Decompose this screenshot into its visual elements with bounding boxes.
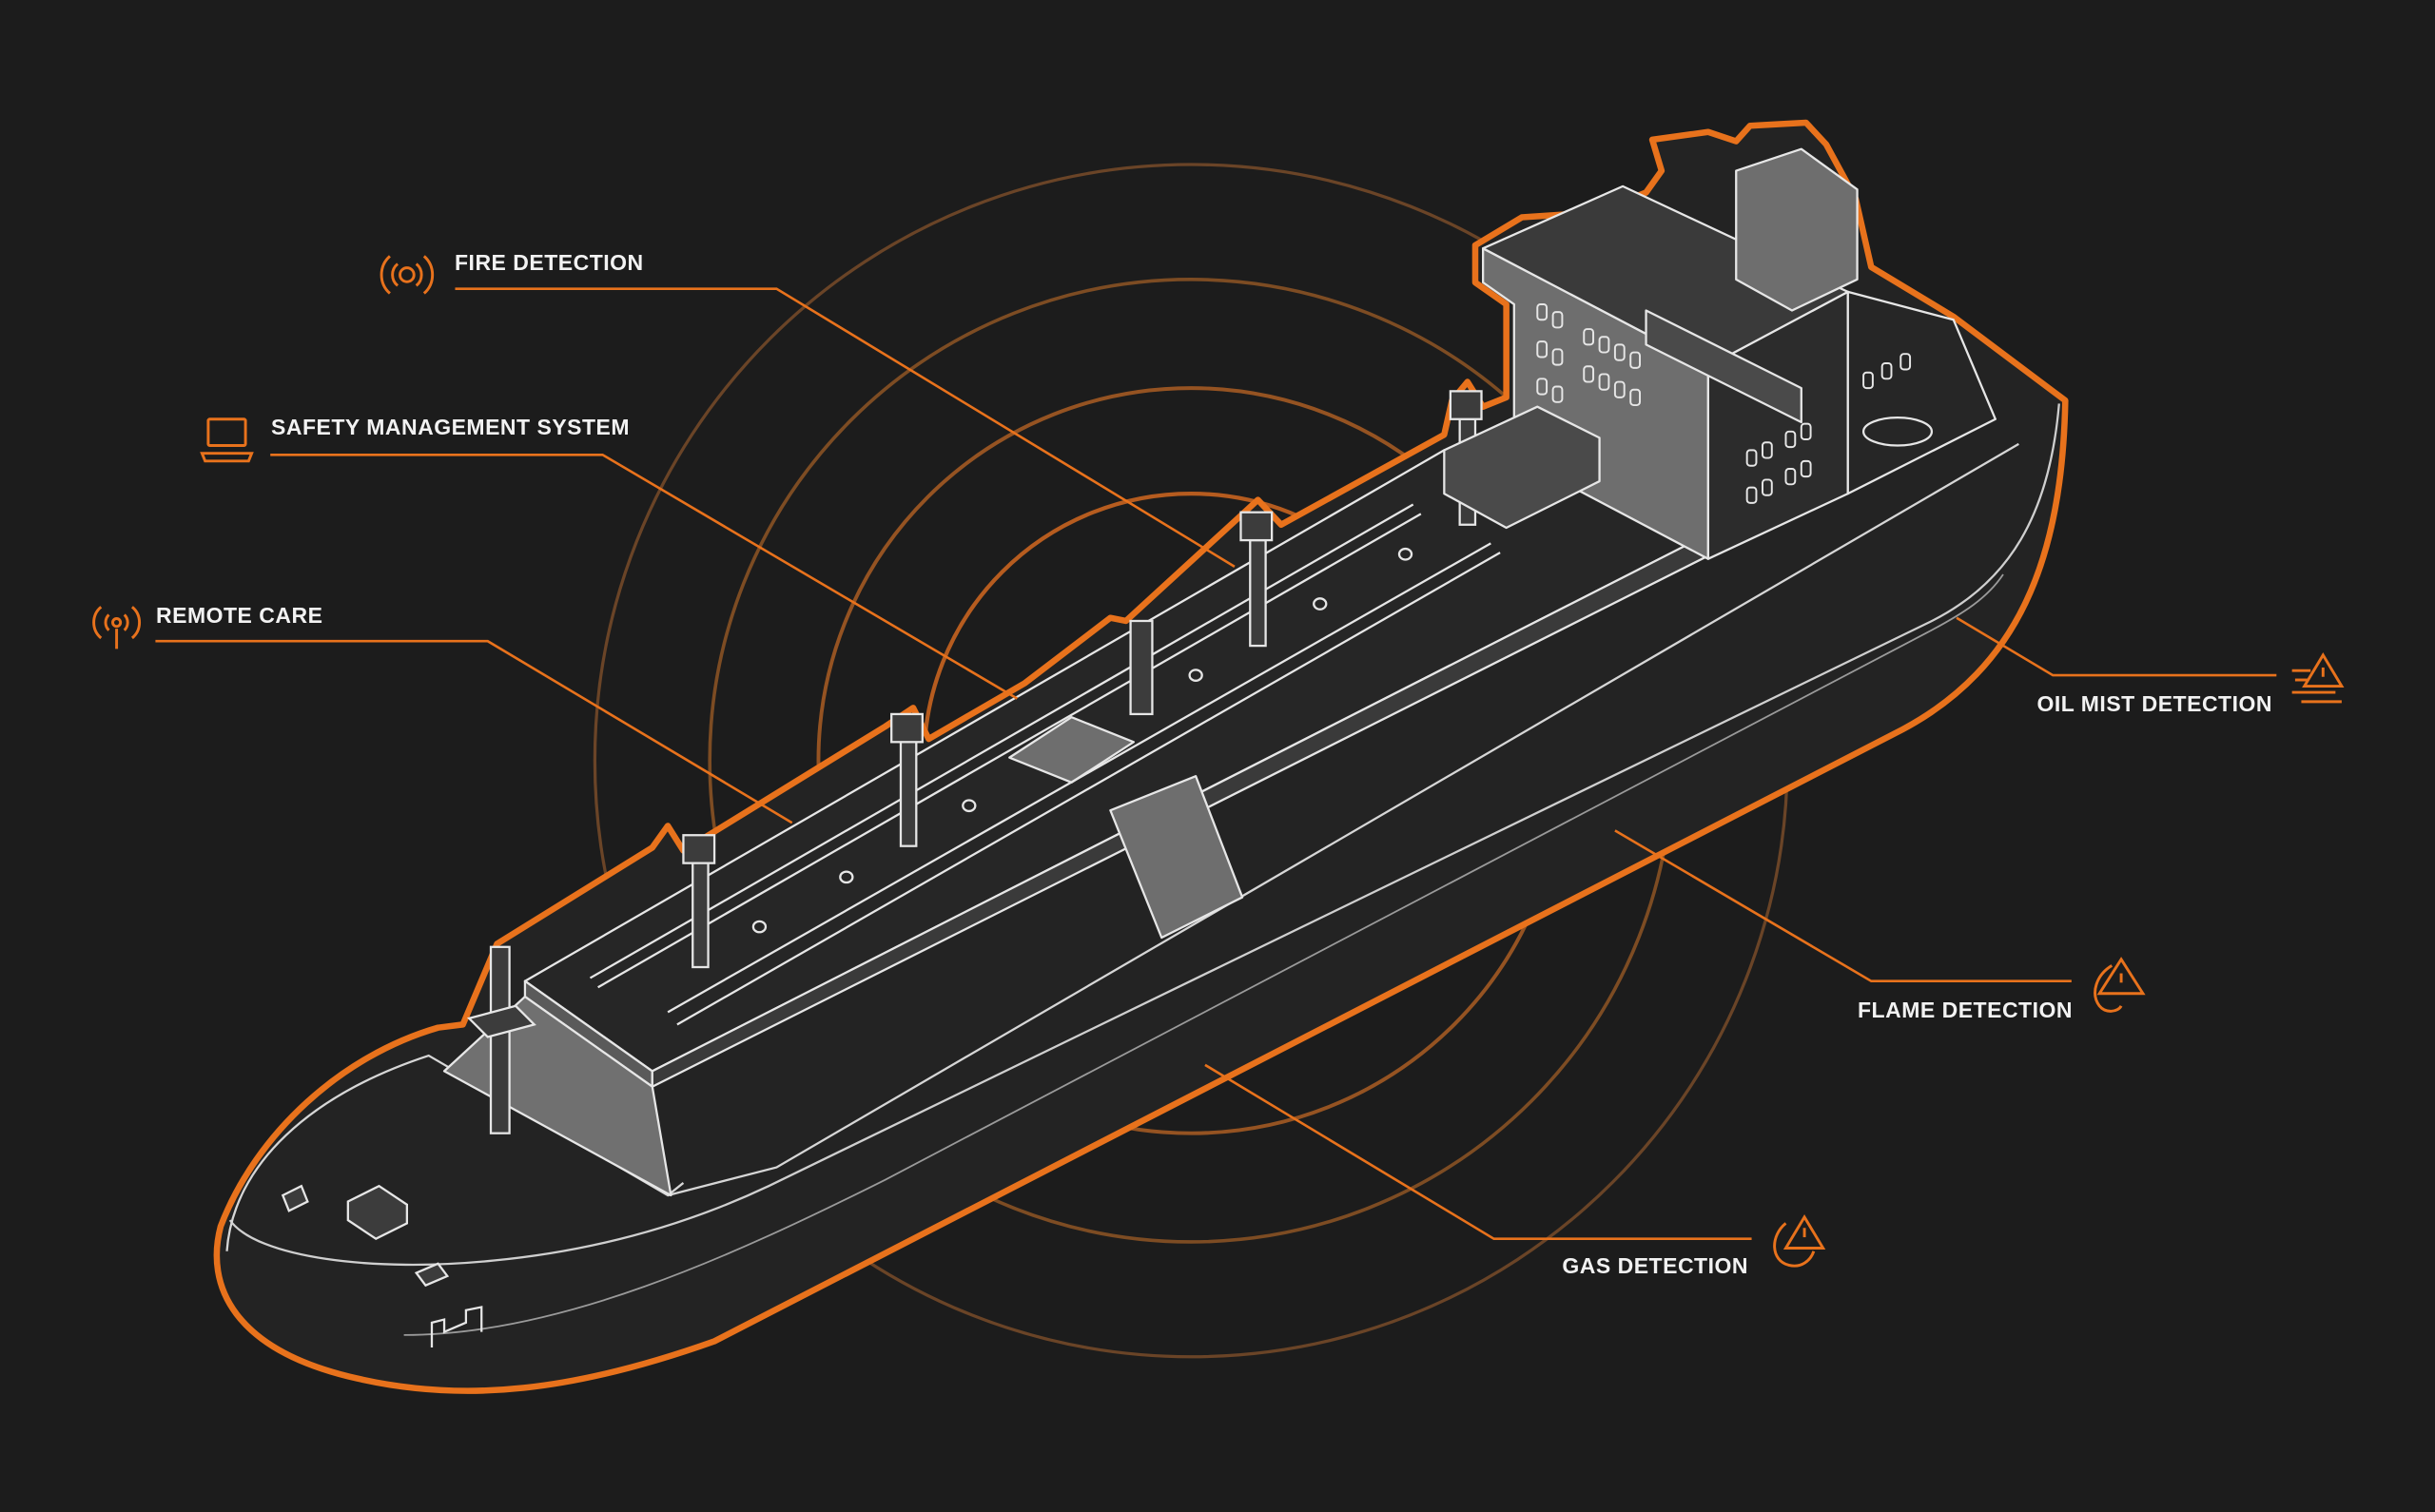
- window: [1899, 353, 1912, 371]
- mist-warning-icon: [2291, 652, 2345, 704]
- vent-pipe: [1129, 619, 1154, 716]
- deck-hatch: [1188, 669, 1203, 682]
- window: [1745, 449, 1758, 467]
- window: [1880, 362, 1893, 380]
- crane: [1239, 511, 1274, 648]
- pipe-rail-4: [676, 552, 1501, 1026]
- center-shaded-block: [1008, 716, 1135, 784]
- deck-hatch: [1397, 547, 1413, 561]
- window: [1629, 351, 1642, 369]
- window: [1800, 459, 1812, 478]
- hull-lower-line: [403, 573, 2004, 1336]
- window: [1551, 385, 1564, 403]
- window: [1784, 430, 1797, 449]
- aft-deck: [1846, 290, 1997, 495]
- funnel: [1735, 147, 1859, 312]
- hull-inner-line: [228, 403, 2060, 1267]
- bow-cleat: [430, 1306, 483, 1347]
- safety-management-leader: [270, 454, 1019, 700]
- crane-post: [692, 860, 710, 969]
- foremast: [466, 945, 536, 1134]
- gas-label: GAS DETECTION: [1562, 1253, 1748, 1278]
- center-wedge: [1109, 775, 1244, 940]
- window: [1613, 343, 1626, 361]
- bridge-wing: [1645, 309, 1802, 424]
- deck-hatch: [962, 799, 977, 813]
- broadcast-alarm-icon: [380, 255, 435, 295]
- laptop-icon: [200, 417, 254, 463]
- deck-hatch: [751, 920, 768, 934]
- crane-head: [1239, 511, 1274, 542]
- pipe-rail-2: [597, 513, 1422, 989]
- window: [1862, 371, 1874, 390]
- window: [1536, 340, 1549, 359]
- foremast-platform: [466, 1004, 536, 1038]
- safety-management-label: SAFETY MANAGEMENT SYSTEM: [271, 415, 631, 439]
- bow-hatch-box: [346, 1184, 409, 1241]
- gas-leader: [1204, 1063, 1752, 1240]
- oil-mist-leader: [1956, 616, 2277, 677]
- deck-hatch: [839, 870, 854, 884]
- remote-care-label: REMOTE CARE: [156, 603, 323, 628]
- gas-warning-icon: [1773, 1213, 1826, 1268]
- crane-head: [1449, 390, 1483, 420]
- window: [1762, 478, 1773, 496]
- cargo-deck: [442, 449, 1728, 1197]
- crane-post: [899, 739, 918, 847]
- window: [1536, 378, 1549, 396]
- bridge-windows: [1536, 302, 1912, 504]
- flame-label: FLAME DETECTION: [1858, 998, 2073, 1022]
- deckhouse-box: [1443, 405, 1601, 530]
- bow-deck-edge: [225, 1054, 685, 1251]
- window: [1583, 328, 1595, 346]
- callout-leaders: [155, 287, 2277, 1240]
- crane: [682, 834, 716, 969]
- superstructure: [1443, 147, 1997, 560]
- crane-post: [1249, 538, 1267, 648]
- lifeboat: [1861, 416, 1934, 447]
- pipe-rail-3: [667, 542, 1491, 1014]
- deck-side-line: [667, 442, 2019, 1197]
- pipe-rail-1: [589, 503, 1414, 979]
- remote-care-leader: [155, 639, 793, 824]
- window: [1551, 311, 1564, 329]
- deck-cranes: [466, 390, 1483, 1134]
- deck-hatch: [1313, 597, 1328, 611]
- window: [1762, 441, 1773, 459]
- bow-bollard: [414, 1262, 450, 1288]
- window: [1629, 388, 1642, 407]
- flame-warning-icon: [2094, 957, 2146, 1013]
- window: [1598, 336, 1610, 354]
- crane-head: [890, 712, 924, 744]
- window: [1745, 486, 1758, 504]
- antenna-icon: [92, 606, 142, 649]
- flame-leader: [1614, 829, 2072, 983]
- crane-head: [682, 834, 716, 864]
- window: [1613, 380, 1626, 398]
- window: [1536, 302, 1549, 321]
- window: [1800, 422, 1812, 440]
- window: [1551, 348, 1564, 366]
- oil-mist-label: OIL MIST DETECTION: [2036, 691, 2272, 716]
- window: [1598, 373, 1610, 391]
- window: [1784, 468, 1797, 486]
- fire-detection-leader: [455, 287, 1236, 568]
- bow-bollard: [281, 1184, 309, 1212]
- fire-detection-label: FIRE DETECTION: [455, 250, 644, 275]
- foremast-post: [489, 945, 511, 1134]
- bow-fittings: [281, 1184, 483, 1347]
- crane: [890, 712, 924, 847]
- window: [1583, 365, 1595, 383]
